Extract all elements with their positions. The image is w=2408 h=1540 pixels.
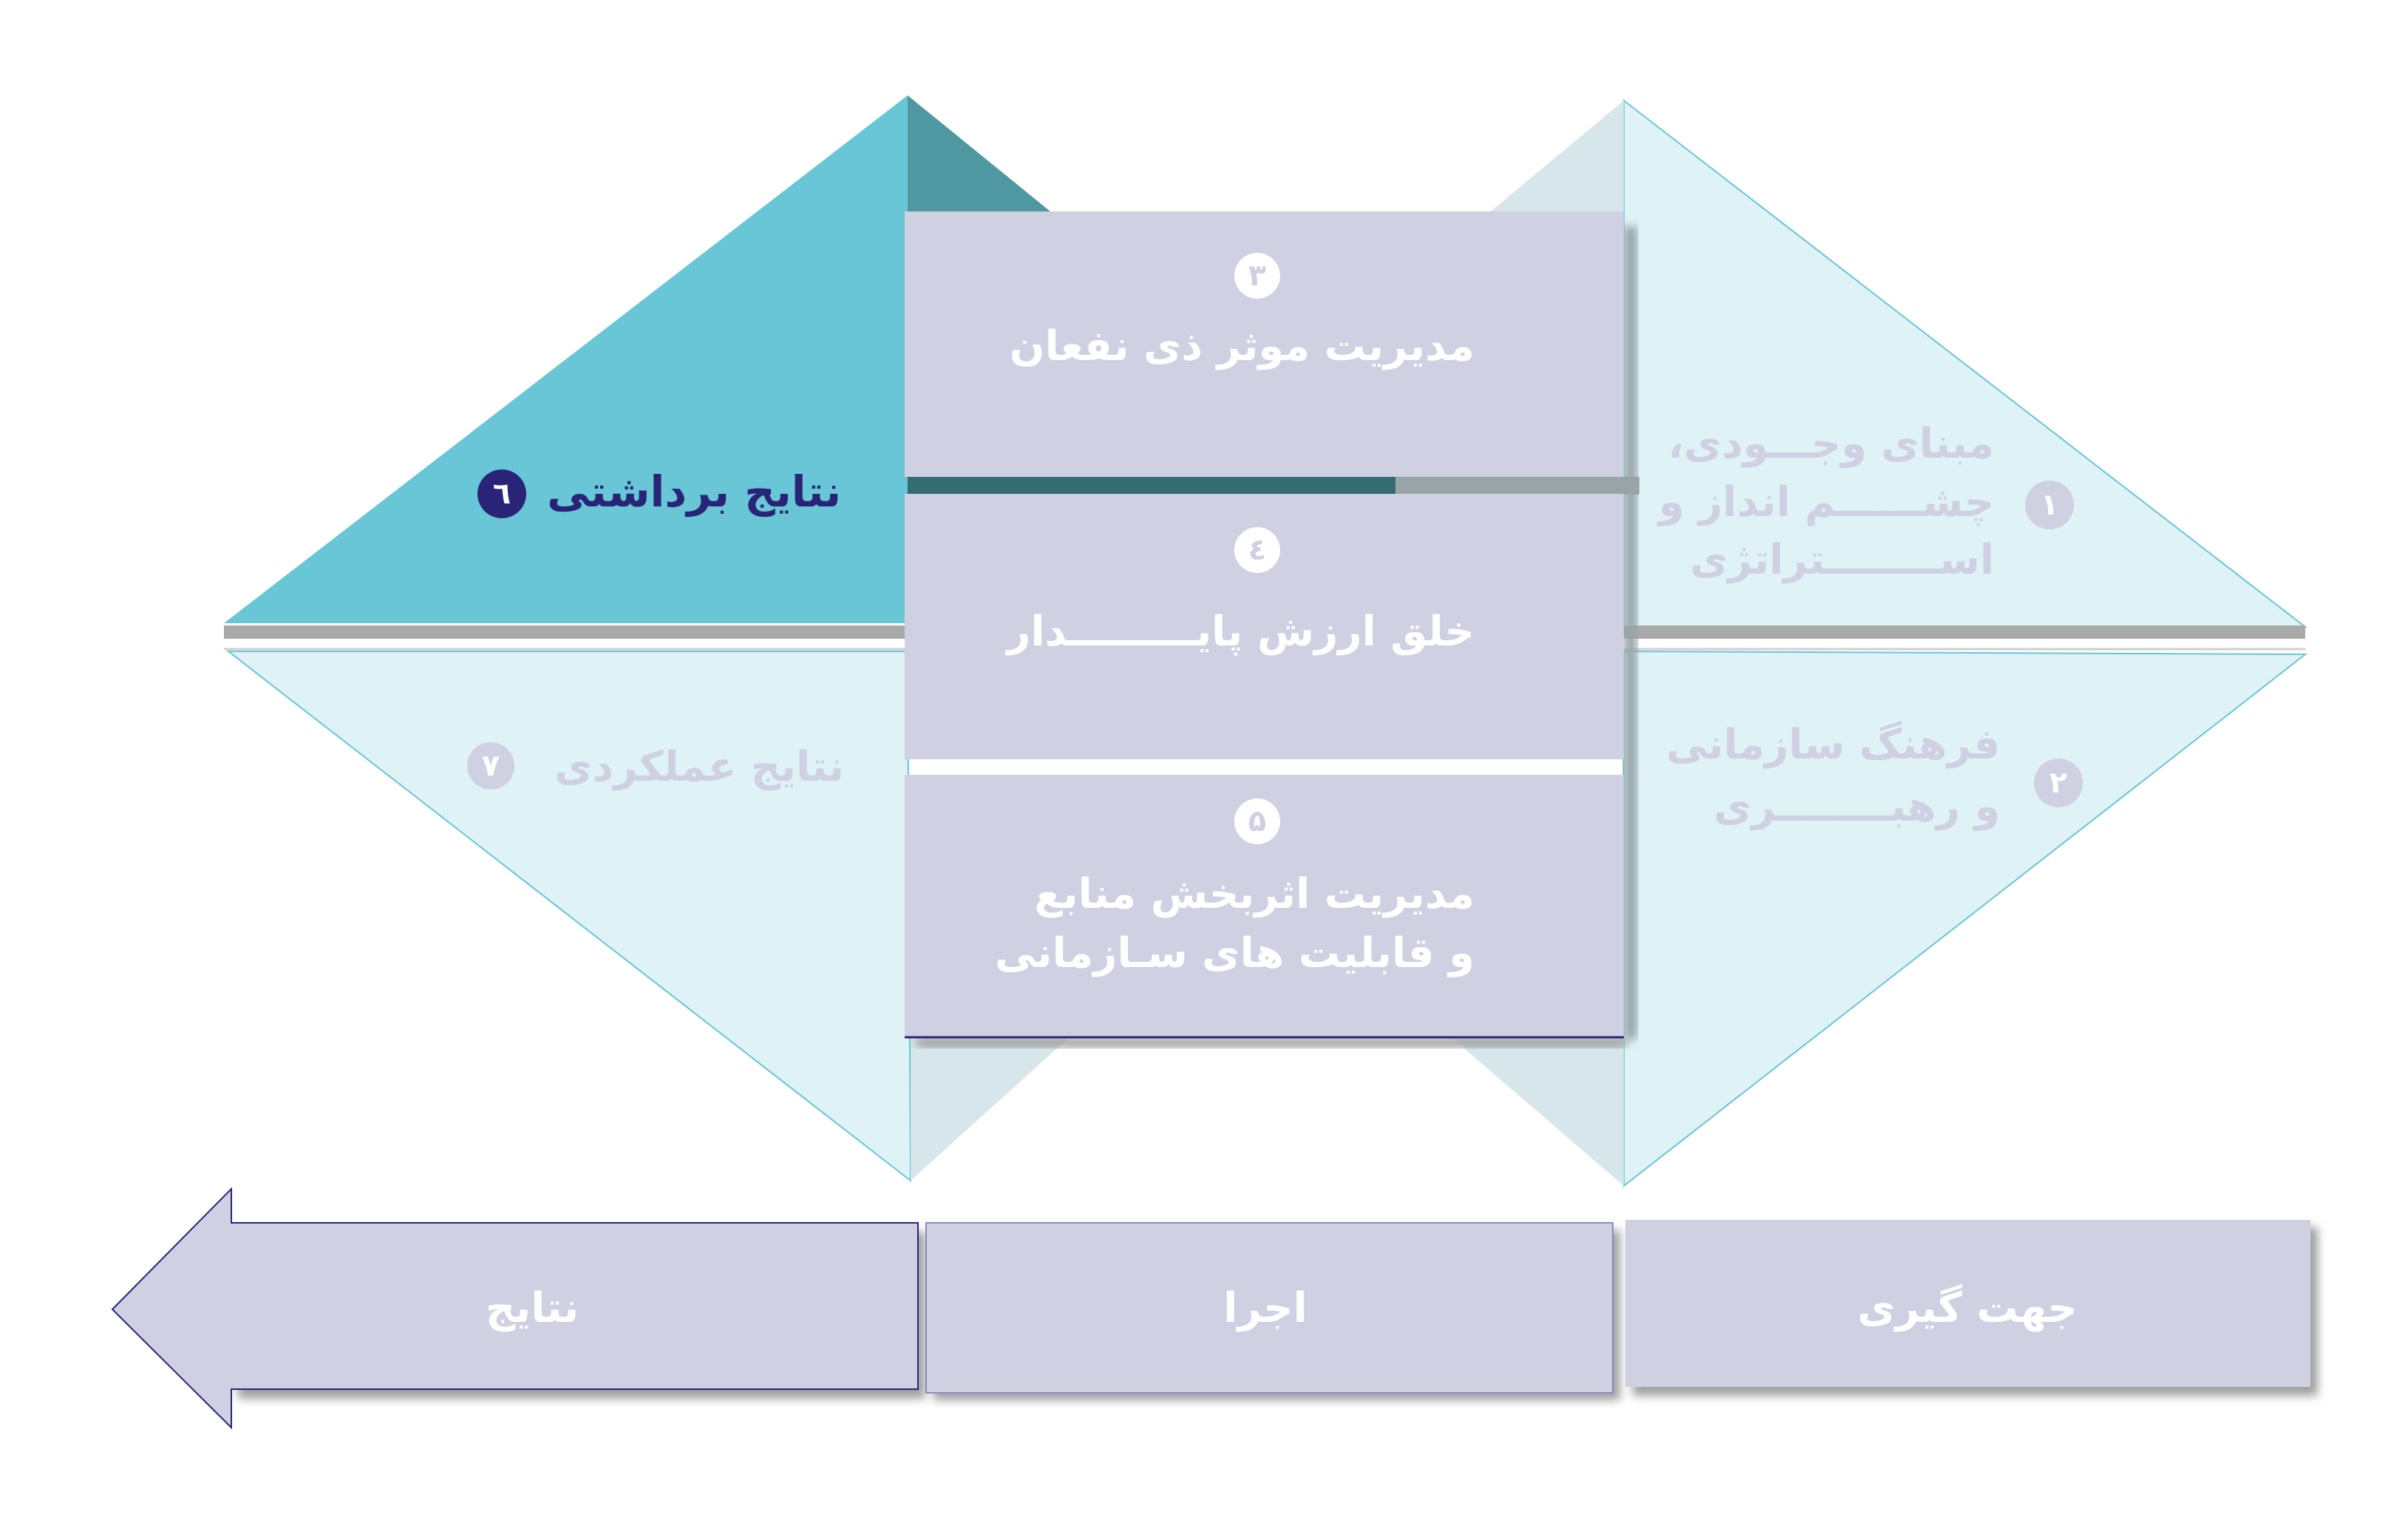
step-7-title: نتایج عملکردی bbox=[554, 743, 844, 791]
step-4-number: ٤ bbox=[1248, 533, 1266, 567]
step-3-title: مدیریت موثر ذی نفعان bbox=[1010, 322, 1475, 370]
bottom-left-triangle-shade bbox=[911, 1035, 1072, 1181]
top-right-triangle-shade bbox=[1478, 101, 1624, 222]
top-left-triangle-dark bbox=[908, 95, 1054, 214]
step-5-number: ۵ bbox=[1248, 804, 1266, 838]
step-5-title-line-1: مدیریت اثربخش منابع bbox=[1034, 870, 1475, 918]
step-2-title-line-2: و رهبــــــــری bbox=[1713, 783, 2000, 831]
step-2-number: ۲ bbox=[2050, 766, 2067, 800]
step-1-number: ۱ bbox=[2041, 488, 2058, 522]
step-4-title: خلق ارزش پایـــــــــدار bbox=[1004, 608, 1475, 656]
phase-orientation-box[interactable] bbox=[1625, 1220, 2310, 1387]
box5-shadow bbox=[916, 1037, 1626, 1048]
bottom-left-triangle bbox=[226, 651, 912, 1183]
step-7-number-badge bbox=[467, 742, 514, 790]
step-4-box[interactable]: ٤ خلق ارزش پایـــــــــدار bbox=[905, 494, 1624, 759]
phase-results-label: نتایج bbox=[486, 1284, 579, 1332]
step-6-number-badge bbox=[477, 469, 526, 518]
step-5-number-badge bbox=[1234, 798, 1280, 844]
step-1-title-line-2: چشــــــم انداز و bbox=[1656, 478, 1994, 526]
step-6-label[interactable]: نتایج برداشتی ٦ bbox=[477, 467, 841, 518]
step-1-label[interactable]: مبنای وجـــودی، چشــــــم انداز و اســــ… bbox=[1656, 420, 2074, 584]
step-7-number: ۷ bbox=[482, 749, 500, 783]
phase-execution-box[interactable] bbox=[925, 1222, 1613, 1394]
step-2-number-badge bbox=[2034, 759, 2083, 807]
step-1-number-badge bbox=[2025, 481, 2074, 529]
step-3-number-badge bbox=[1234, 253, 1280, 299]
step-2-title-line-1: فرهنگ سازمانی bbox=[1666, 720, 2000, 769]
top-right-gray-band bbox=[1395, 477, 1639, 495]
boxes-shadow bbox=[1624, 226, 1637, 1039]
step-2-label[interactable]: فرهنگ سازمانی و رهبــــــــری ۲ bbox=[1666, 720, 2083, 831]
step-6-number: ٦ bbox=[493, 477, 511, 511]
step-4-number-badge bbox=[1234, 527, 1280, 573]
phase-results-arrow[interactable] bbox=[111, 1187, 919, 1430]
step-3-number: ۳ bbox=[1248, 259, 1266, 293]
bottom-right-triangle-shade bbox=[1449, 1035, 1624, 1186]
top-left-dark-band bbox=[908, 477, 1395, 495]
step-1-title-line-3: اســــــــتراتژی bbox=[1690, 536, 1994, 584]
step-1-title-line-1: مبنای وجـــودی، bbox=[1668, 420, 1994, 468]
step-7-label[interactable]: نتایج عملکردی ۷ bbox=[467, 742, 844, 791]
step-5-box[interactable]: ۵ مدیریت اثربخش منابع و قابلیت های سـازم… bbox=[905, 775, 1624, 1039]
phase-orientation-label: جهت گیری bbox=[1857, 1284, 2078, 1332]
step-5-title-line-2: و قابلیت های سـازمانی bbox=[995, 929, 1475, 977]
phase-execution-label: اجرا bbox=[1223, 1284, 1307, 1332]
top-left-triangle bbox=[224, 95, 908, 623]
step-6-title: نتایج برداشتی bbox=[547, 467, 841, 518]
step-3-box[interactable]: ۳ مدیریت موثر ذی نفعان bbox=[905, 211, 1624, 477]
